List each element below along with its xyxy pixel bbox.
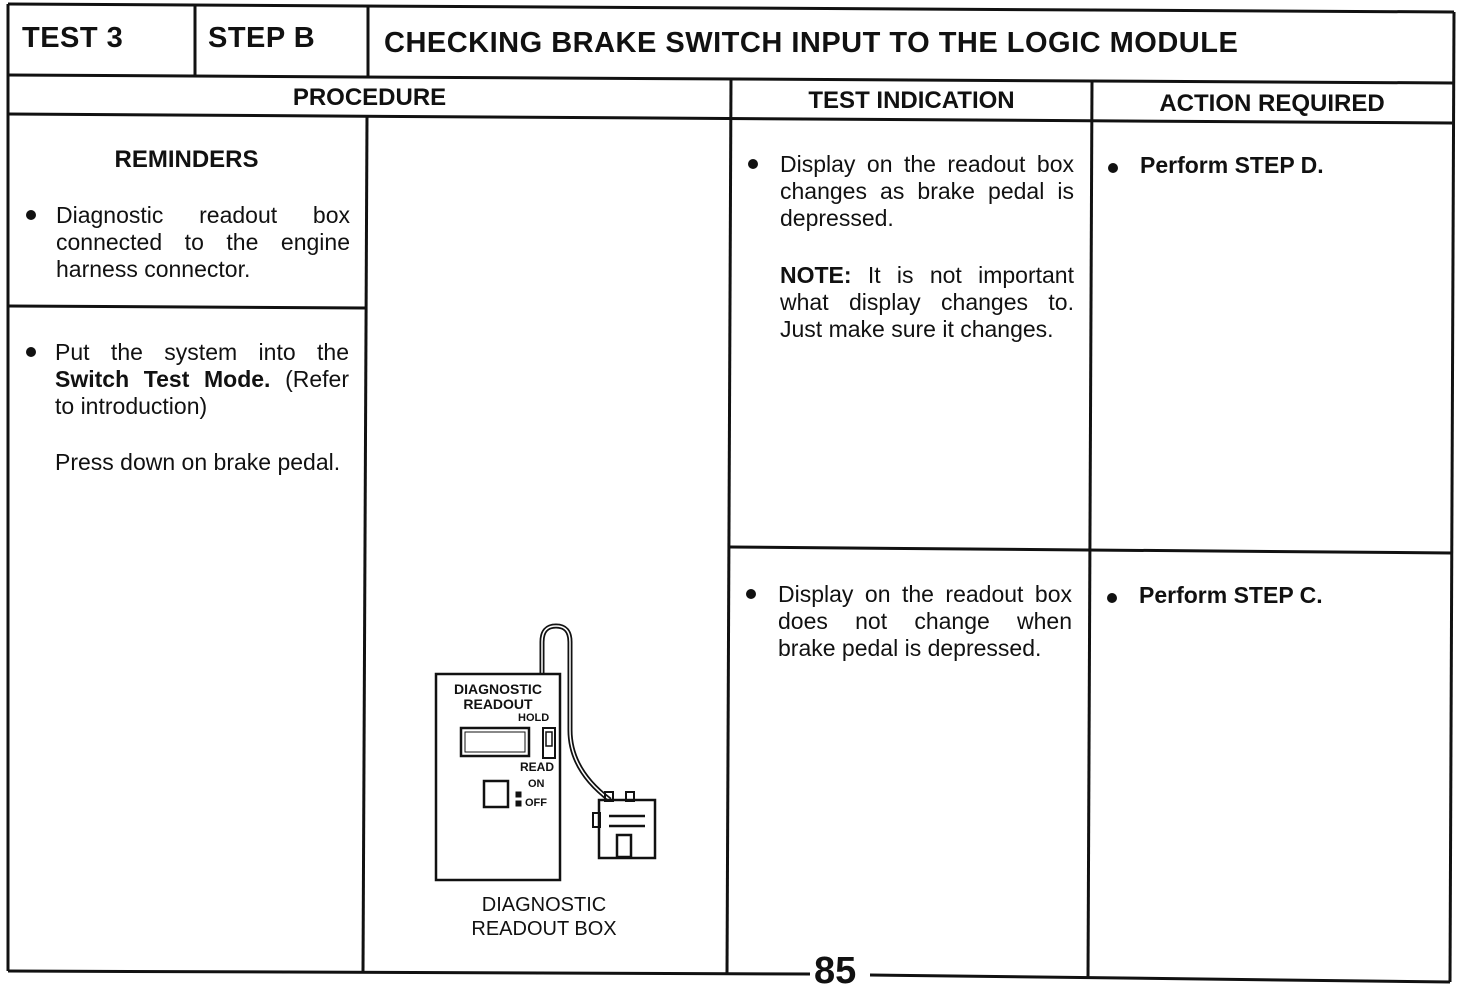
off-label: OFF [525, 797, 547, 809]
bullet-icon [26, 210, 36, 220]
switch-test-mode: Switch Test Mode. [55, 366, 271, 392]
hold-label: HOLD [518, 712, 550, 724]
indication-row-2: Display on the readout box does not chan… [778, 581, 1072, 661]
bullet-icon [1107, 593, 1117, 603]
indication-note: NOTE: It is not important what display c… [780, 262, 1074, 343]
action-row-1: Perform STEP D. [1140, 152, 1324, 178]
step1-text-post: (Refer to introduction) [55, 366, 349, 419]
read-label: READ [520, 760, 555, 774]
note-label: NOTE: [780, 262, 852, 288]
device-title-1: DIAGNOSTIC [454, 681, 542, 697]
procedure-header: PROCEDURE [292, 84, 447, 111]
note-text: It is not important what display changes… [780, 262, 1074, 342]
page-title: CHECKING BRAKE SWITCH INPUT TO THE LOGIC… [384, 27, 1239, 59]
illustration-caption-1: DIAGNOSTIC [481, 894, 607, 916]
reminders-heading: REMINDERS [114, 146, 259, 173]
bullet-icon [1108, 163, 1118, 173]
procedure-step-1: Put the system into the Switch Test Mode… [55, 339, 349, 420]
on-label: ON [528, 778, 545, 790]
test-indication-header: TEST INDICATION [808, 87, 1015, 114]
device-title-2: READOUT [463, 696, 533, 712]
bullet-icon [746, 589, 756, 599]
reminder-item: Diagnostic readout box connected to the … [56, 202, 350, 282]
step1-text-pre: Put the system into the [55, 339, 349, 365]
readout-box-illustration [434, 623, 657, 882]
procedure-step-2: Press down on brake pedal. [55, 449, 341, 475]
action-row-2: Perform STEP C. [1139, 582, 1323, 608]
indication-row-1: Display on the readout box changes as br… [780, 151, 1074, 231]
test-number: TEST 3 [22, 22, 124, 54]
bullet-icon [26, 347, 36, 357]
page-number: 85 [810, 950, 861, 993]
action-required-header: ACTION REQUIRED [1159, 90, 1385, 117]
illustration-caption-2: READOUT BOX [471, 918, 617, 940]
step-label: STEP B [208, 22, 316, 54]
bullet-icon [748, 159, 758, 169]
